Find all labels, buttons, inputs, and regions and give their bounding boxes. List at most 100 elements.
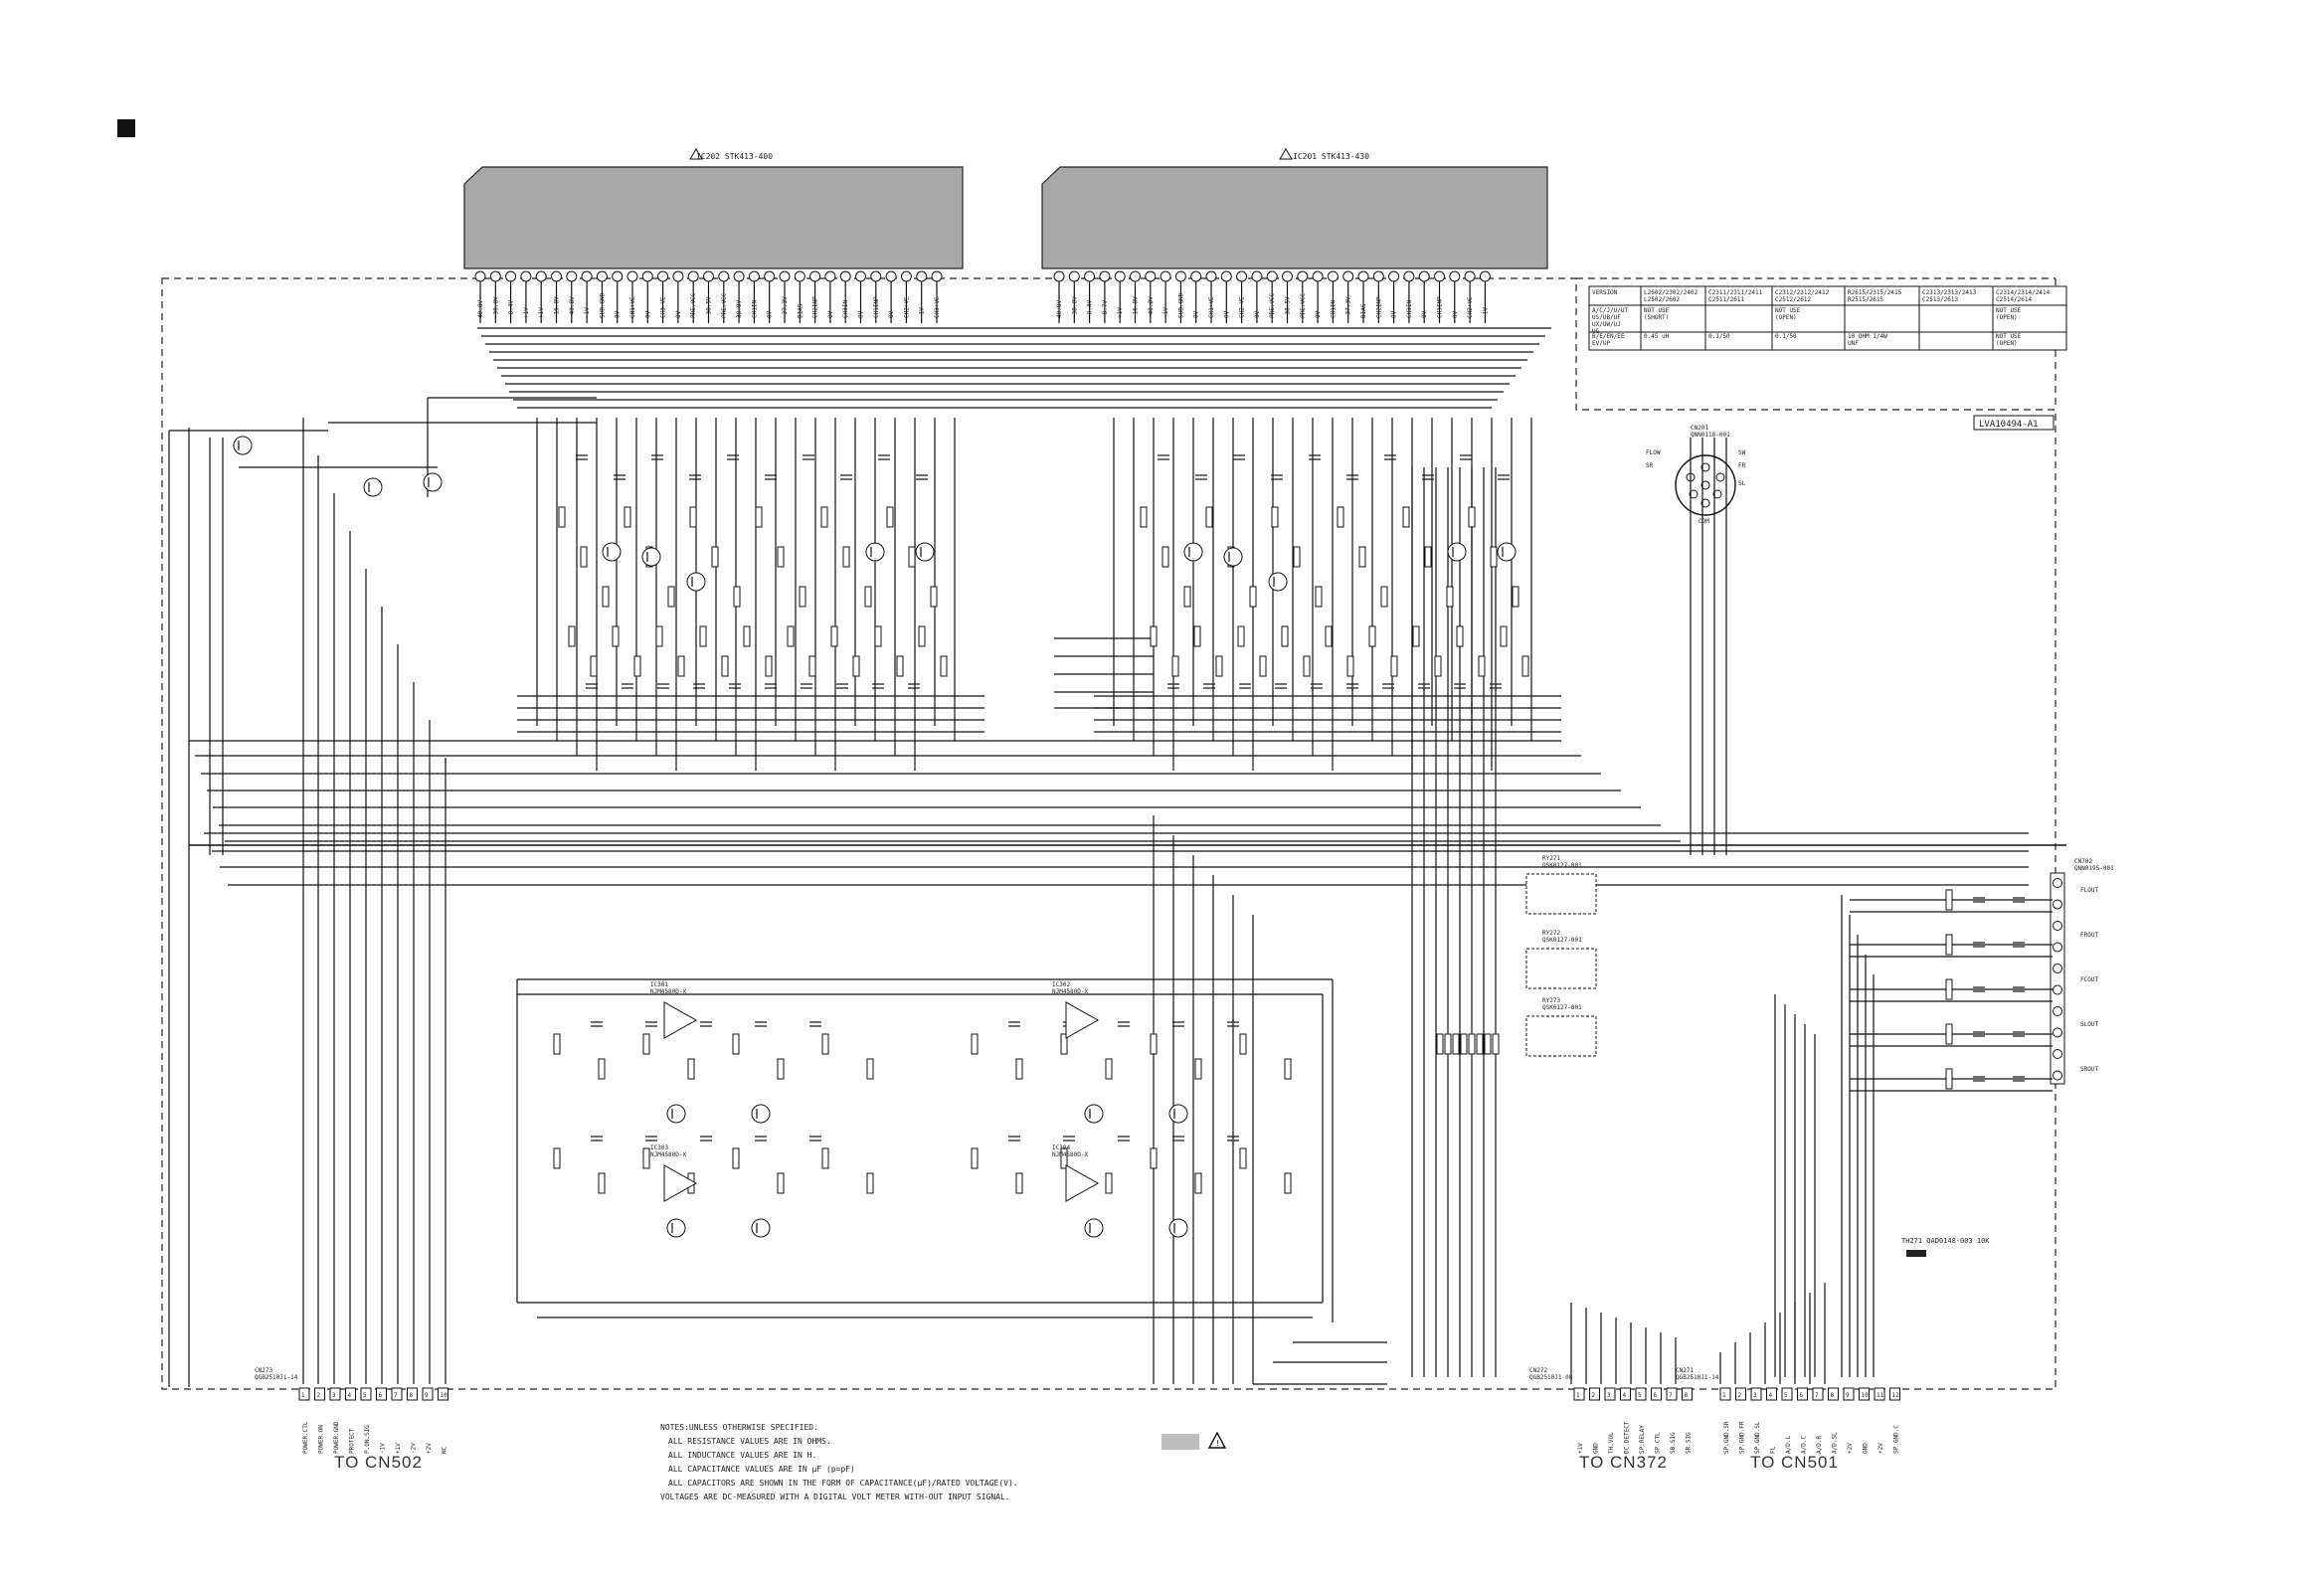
resistor	[755, 506, 763, 528]
resistor	[820, 506, 828, 528]
resistor	[940, 655, 948, 677]
transistor	[233, 436, 253, 455]
ic202-pin	[474, 270, 486, 282]
connector-pin-label: +1V	[395, 1443, 402, 1454]
ic202-pin	[641, 270, 653, 282]
thermistor-label: TH271 QAD0148-003 10K	[1901, 1237, 1990, 1245]
note-1: ALL RESISTANCE VALUES ARE IN OHMS.	[668, 1437, 831, 1446]
resistor	[1239, 1033, 1247, 1055]
connector-pin	[314, 1387, 325, 1401]
ic202-pin	[855, 270, 866, 282]
resistor	[1500, 625, 1508, 647]
connector-pin-label: A/D.SL	[1832, 1432, 1839, 1454]
resistor	[1205, 506, 1213, 528]
section-bullet-square	[117, 119, 135, 137]
resistor	[1239, 1147, 1247, 1169]
resistor	[808, 655, 816, 677]
transistor	[423, 472, 443, 492]
resistor	[821, 1147, 829, 1169]
ic202-pin	[916, 270, 928, 282]
terminal-pin	[2053, 878, 2062, 888]
svg-text:12: 12	[1892, 1392, 1900, 1399]
note-2: ALL INDUCTANCE VALUES ARE IN H.	[668, 1451, 816, 1460]
transistor	[666, 1218, 686, 1238]
resistor	[711, 546, 719, 568]
resistor	[732, 1033, 740, 1055]
version-table-cell: VERSION	[1592, 289, 1618, 296]
speaker-jack-label: COM	[1698, 518, 1709, 525]
resistor	[864, 586, 872, 608]
resistor	[1492, 1033, 1500, 1055]
resistor	[866, 1058, 874, 1080]
resistor	[667, 586, 675, 608]
ic201-pin	[1357, 270, 1369, 282]
resistor	[777, 546, 785, 568]
ic202-pin	[794, 270, 805, 282]
svg-text:4: 4	[1623, 1392, 1627, 1399]
svg-text:1: 1	[1576, 1392, 1580, 1399]
terminal-pin	[2053, 899, 2062, 910]
resistor	[1456, 625, 1464, 647]
speaker-jack-label: SR	[1646, 462, 1654, 469]
resistor	[602, 586, 610, 608]
terminal-pin-label: FLOUT	[2080, 887, 2098, 894]
transistor	[1447, 542, 1467, 562]
version-table-cell: NOT USE(OPEN)	[1996, 333, 2022, 347]
ic202-pin	[596, 270, 608, 282]
resistor	[642, 1033, 650, 1055]
resistor	[1140, 506, 1148, 528]
resistor	[1512, 586, 1520, 608]
speaker-jack-label: SL	[1738, 480, 1746, 487]
transistor	[865, 542, 885, 562]
transistor	[751, 1104, 771, 1124]
transistor	[1268, 572, 1288, 592]
terminal-pin	[2053, 1006, 2062, 1016]
ic202-pin	[824, 270, 836, 282]
resistor	[624, 506, 631, 528]
svg-text:6: 6	[1800, 1392, 1804, 1399]
resistor	[777, 1058, 785, 1080]
resistor	[852, 655, 860, 677]
ic201-pin	[1220, 270, 1232, 282]
resistor	[1249, 586, 1257, 608]
connector-pin-label: SR.SIG	[1686, 1432, 1693, 1454]
ic202-pin	[657, 270, 669, 282]
connector-pin-label: A/D.L	[1785, 1436, 1792, 1454]
resistor	[1060, 1147, 1068, 1169]
connector-pin	[1828, 1387, 1839, 1401]
terminal-pin	[2053, 1070, 2062, 1081]
transistor	[1223, 547, 1243, 567]
note-3: ALL CAPACITANCE VALUES ARE IN μF (p=pF)	[668, 1465, 855, 1474]
resistor	[1015, 1058, 1023, 1080]
ic202-pin	[505, 270, 517, 282]
ic202-body	[463, 166, 964, 269]
resistor	[971, 1033, 979, 1055]
connector-pin	[1735, 1387, 1746, 1401]
transistor	[1084, 1104, 1104, 1124]
connector-pin-label: POWER.ON	[318, 1425, 325, 1454]
resistor	[1436, 1033, 1444, 1055]
ic201-pin	[1160, 270, 1171, 282]
resistor	[580, 546, 588, 568]
connector-pin	[1620, 1387, 1631, 1401]
connector-pin	[1859, 1387, 1870, 1401]
ic201-body	[1041, 166, 1548, 269]
connector-pin	[376, 1387, 387, 1401]
resistor	[1390, 655, 1398, 677]
resistor	[1337, 506, 1344, 528]
resistor	[918, 625, 926, 647]
version-table-cell: NOT USE(SHORT)	[1644, 307, 1670, 321]
resistor	[1150, 1033, 1158, 1055]
ic202-pin	[733, 270, 745, 282]
transistor	[1084, 1218, 1104, 1238]
resistor	[1484, 1033, 1492, 1055]
connector-pin	[407, 1387, 418, 1401]
